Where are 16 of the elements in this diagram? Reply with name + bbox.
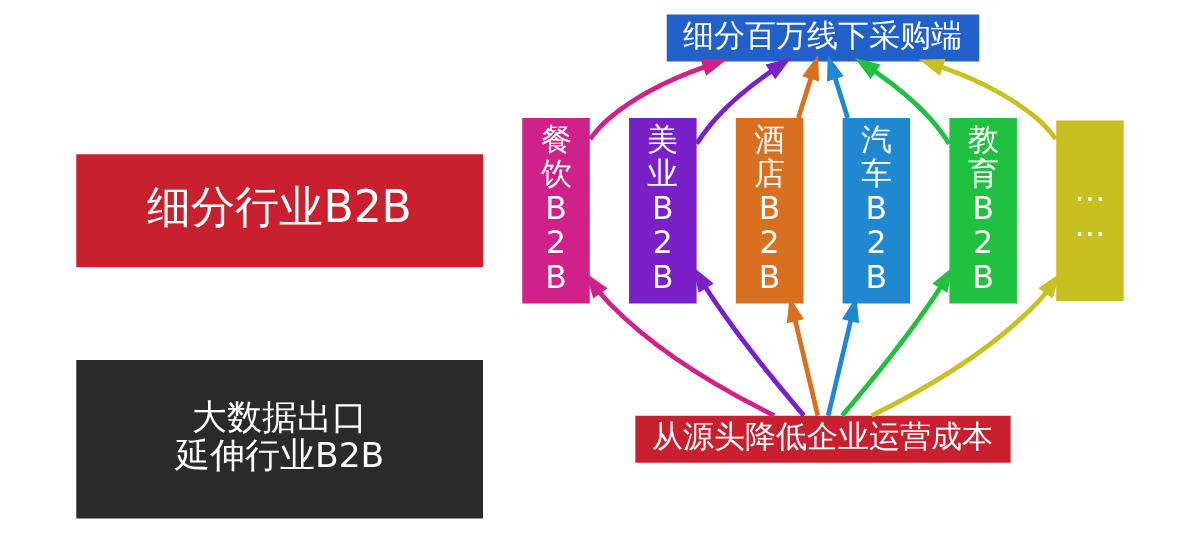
node-box: 大数据出口 延伸行业B2B [76, 359, 483, 519]
arrow [826, 54, 850, 119]
arrow [694, 57, 792, 145]
arrow [796, 54, 819, 119]
arrow [588, 59, 728, 141]
node-box: 教育B2B [949, 118, 1017, 304]
arrow [918, 59, 1058, 141]
node-box: 细分百万线下采购端 [666, 14, 980, 62]
node-box: 细分行业B2B [76, 154, 483, 268]
node-box: …… [1056, 120, 1124, 302]
arrow [854, 57, 952, 145]
node-box: 餐饮B2B [522, 118, 590, 304]
node-box: 美业B2B [629, 118, 697, 304]
node-box: 汽车B2B [842, 118, 911, 304]
node-box: 从源头降低企业运营成本 [635, 415, 1011, 463]
node-box: 酒店B2B [735, 118, 804, 304]
